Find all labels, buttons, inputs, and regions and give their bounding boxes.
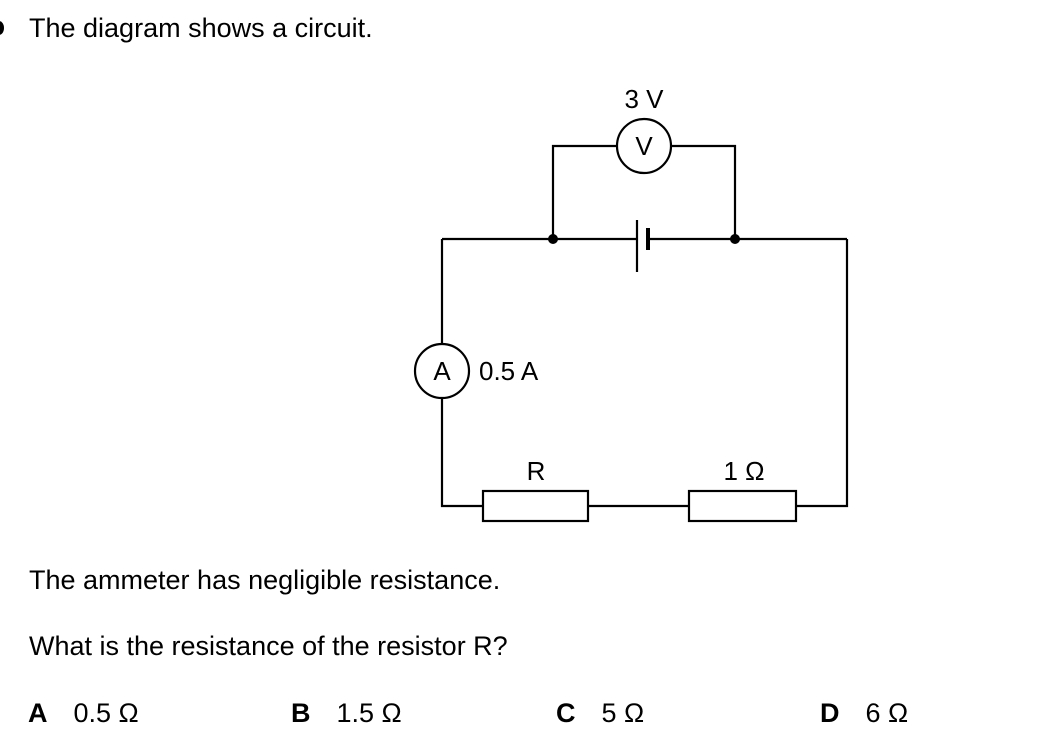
- option-letter: A: [28, 698, 48, 728]
- ammeter-symbol: A: [433, 356, 451, 386]
- option-b[interactable]: B 1.5 Ω: [291, 697, 402, 729]
- question-title: The diagram shows a circuit.: [29, 13, 373, 43]
- resistor-fixed: [687, 489, 798, 523]
- junction-right: [730, 234, 740, 244]
- resistor-r: [481, 489, 590, 523]
- voltmeter-symbol: V: [635, 131, 653, 161]
- cell-symbol: [635, 220, 650, 272]
- option-value: 1.5 Ω: [336, 698, 402, 728]
- junction-left: [548, 234, 558, 244]
- option-letter: C: [556, 698, 576, 728]
- option-value: 5 Ω: [601, 698, 645, 728]
- voltmeter-branch-right: [671, 144, 737, 239]
- resistor-fixed-label: 1 Ω: [723, 456, 764, 486]
- voltmeter-branch-left: [551, 144, 617, 239]
- voltmeter-reading: 3 V: [624, 84, 664, 114]
- option-value: 0.5 Ω: [73, 698, 139, 728]
- option-c[interactable]: C 5 Ω: [556, 697, 644, 729]
- voltmeter-icon: [615, 117, 673, 175]
- option-letter: B: [291, 698, 311, 728]
- resistor-r-label: R: [527, 456, 546, 486]
- option-letter: D: [820, 698, 840, 728]
- question-number-marker: [0, 21, 4, 35]
- ammeter-icon: [413, 342, 471, 400]
- question-note: The ammeter has negligible resistance.: [29, 565, 501, 595]
- wire-bottom-left: [440, 398, 483, 508]
- ammeter-reading: 0.5 A: [479, 356, 539, 386]
- wire-right: [796, 239, 849, 508]
- option-d[interactable]: D 6 Ω: [820, 697, 908, 729]
- option-a[interactable]: A 0.5 Ω: [28, 697, 139, 729]
- option-value: 6 Ω: [865, 698, 909, 728]
- question-prompt: What is the resistance of the resistor R…: [29, 631, 508, 661]
